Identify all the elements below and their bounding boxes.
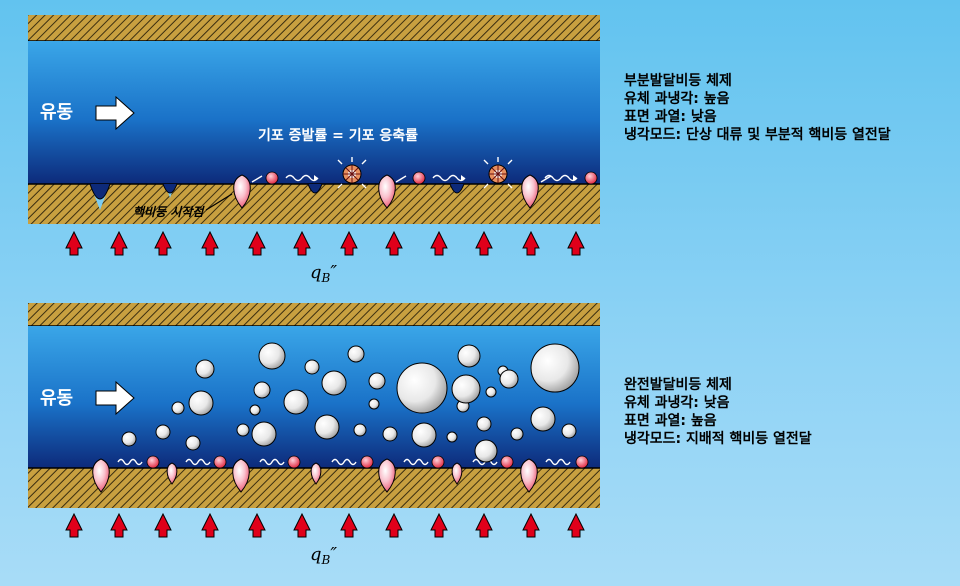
flow-arrow-icon bbox=[95, 380, 135, 416]
detached-bubble bbox=[412, 171, 426, 185]
bottom-panel: 유동 bbox=[28, 303, 600, 567]
wall-bubble bbox=[310, 462, 322, 485]
wavy-transport-arrows bbox=[117, 458, 571, 466]
detached-bubble bbox=[584, 171, 598, 185]
detached-bubble bbox=[265, 171, 279, 185]
vapor-bubbles bbox=[121, 342, 580, 463]
wall-bubble bbox=[92, 458, 110, 493]
condensing-bubble-icon bbox=[337, 157, 367, 189]
wall-bubble bbox=[233, 174, 251, 209]
heat-flux-arrows bbox=[65, 512, 585, 538]
surface-superheat: 표면 과열: 낮음 bbox=[624, 109, 717, 125]
heat-flux-label: qB″ bbox=[310, 262, 337, 285]
nucleation-cavity bbox=[307, 183, 323, 194]
wall-bubble bbox=[451, 462, 463, 485]
fluid-subcooling: 유체 과냉각: 낮음 bbox=[624, 395, 730, 411]
fluid-subcooling: 유체 과냉각: 높음 bbox=[624, 91, 730, 107]
nucleation-label: 핵비등 시작점 bbox=[133, 205, 205, 219]
cooling-mode: 냉각모드: 지배적 핵비등 열전달 bbox=[624, 431, 812, 447]
top-heated-wall bbox=[28, 184, 600, 224]
heat-flux-arrows bbox=[65, 230, 585, 256]
flow-label: 유동 bbox=[40, 388, 73, 409]
top-panel: 유동 기포 증발률 = 기포 응축률 bbox=[28, 15, 600, 285]
detached-bubbles bbox=[146, 455, 589, 469]
wavy-transport-arrow-icon bbox=[432, 174, 466, 182]
wall-bubble bbox=[378, 174, 396, 209]
wall-bubble bbox=[520, 458, 538, 493]
flow-label: 유동 bbox=[40, 102, 73, 123]
top-upper-wall bbox=[28, 15, 600, 41]
condensing-bubble-icon bbox=[483, 157, 513, 189]
wall-bubble bbox=[232, 458, 250, 493]
surface-superheat: 표면 과열: 높음 bbox=[624, 413, 717, 429]
nucleation-cavity bbox=[89, 183, 111, 200]
bottom-upper-wall bbox=[28, 303, 600, 326]
wall-bubble bbox=[521, 174, 539, 209]
regime-title: 완전발달비등 체제 bbox=[624, 377, 732, 393]
wall-bubble bbox=[166, 462, 178, 485]
nucleation-cavity bbox=[162, 183, 178, 194]
heat-flux-label: qB″ bbox=[310, 544, 337, 567]
top-regime-description: 부분발달비등 체제 유체 과냉각: 높음 표면 과열: 낮음 냉각모드: 단상 … bbox=[624, 72, 891, 144]
nucleation-leader-line bbox=[205, 193, 233, 211]
balance-label: 기포 증발률 = 기포 응축률 bbox=[258, 127, 418, 144]
wavy-transport-arrow-icon bbox=[285, 174, 319, 182]
wall-bubble bbox=[378, 458, 396, 493]
flow-arrow-icon bbox=[95, 95, 135, 131]
nucleation-cavity bbox=[449, 183, 465, 194]
bottom-regime-description: 완전발달비등 체제 유체 과냉각: 낮음 표면 과열: 높음 냉각모드: 지배적… bbox=[624, 376, 812, 448]
regime-title: 부분발달비등 체제 bbox=[624, 73, 732, 89]
cooling-mode: 냉각모드: 단상 대류 및 부분적 핵비등 열전달 bbox=[624, 127, 891, 143]
